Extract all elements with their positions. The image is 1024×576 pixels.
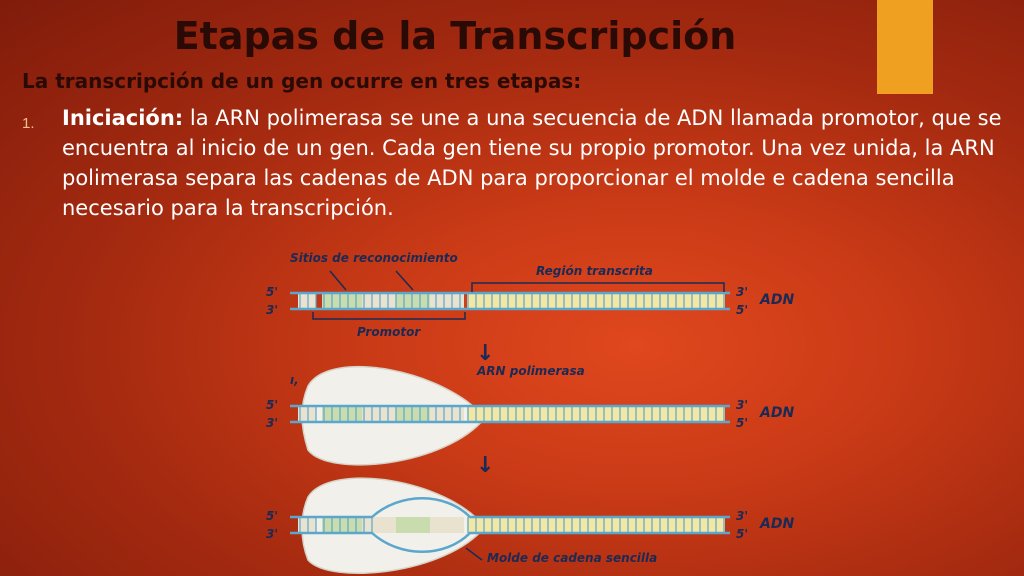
dna-strand-3: 5' 3' 3' 5' ADN	[266, 497, 794, 553]
promoter-segment	[298, 406, 316, 422]
promoter-segment	[298, 517, 316, 533]
promoter-segment	[362, 293, 396, 309]
five-prime-label: 5'	[266, 398, 278, 412]
promoter-segment	[362, 517, 396, 533]
three-prime-label: 3'	[736, 509, 748, 523]
template-pointer	[465, 547, 483, 561]
slide-title: Etapas de la Transcripción	[173, 14, 737, 58]
template-label: Molde de cadena sencilla	[487, 551, 657, 565]
dna-backbone	[290, 531, 730, 553]
svg-text:ı,: ı,	[290, 373, 299, 387]
five-prime-label: 5'	[736, 527, 748, 541]
three-prime-label: 3'	[266, 303, 278, 317]
dna-backbone	[290, 497, 730, 519]
dna-label: ADN	[759, 405, 794, 421]
arrow-down-icon: ↓	[476, 341, 494, 366]
diagram-stage-1: 5' 3' 3' 5' ADN Sitios de reconocimiento Reg…	[266, 251, 794, 366]
step-number: 1.	[22, 115, 35, 132]
promoter-label: Promotor	[357, 325, 421, 339]
slide-subtitle: La transcripción de un gen ocurre en tre…	[22, 69, 582, 93]
promoter-segment	[396, 406, 430, 422]
step-initiation: 1. Iniciación: la ARN polimerasa se une …	[22, 103, 1012, 223]
three-prime-label: 3'	[266, 527, 278, 541]
transcribed-region-bracket	[471, 282, 725, 292]
promoter-segment	[362, 406, 396, 422]
accent-bar	[877, 0, 933, 94]
five-prime-label: 5'	[266, 285, 278, 299]
promoter-segment	[430, 517, 464, 533]
transcribed-region-label: Región transcrita	[536, 264, 653, 278]
dna-label: ADN	[759, 292, 794, 308]
promoter-segment	[298, 293, 316, 309]
step-term: Iniciación:	[62, 106, 184, 130]
polymerase-label: ARN polimerasa	[476, 364, 585, 378]
promoter-bracket	[312, 312, 466, 320]
three-prime-label: 3'	[266, 416, 278, 430]
promoter-segment	[396, 517, 430, 533]
step-description: Iniciación: la ARN polimerasa se une a u…	[62, 103, 1012, 223]
five-prime-label: 5'	[736, 416, 748, 430]
three-prime-label: 3'	[736, 285, 748, 299]
diagram-stage-2: ı, 5' 3' 3' 5' ADN ARN polimerasa ↓	[266, 364, 794, 478]
dna-strand-1: 5' 3' 3' 5' ADN	[266, 285, 794, 317]
step-text: la ARN polimerasa se une a una secuencia…	[62, 106, 1002, 220]
five-prime-label: 5'	[266, 509, 278, 523]
five-prime-label: 5'	[736, 303, 748, 317]
promoter-segment	[430, 293, 464, 309]
promoter-segment	[430, 406, 464, 422]
recognition-sites-label: Sitios de reconocimiento	[290, 251, 458, 265]
three-prime-label: 3'	[736, 398, 748, 412]
dna-strand-2: 5' 3' 3' 5' ADN	[266, 398, 794, 430]
dna-label: ADN	[759, 516, 794, 532]
diagram-stage-3: 5' 3' 3' 5' ADN Molde de cadena sencilla	[266, 477, 794, 574]
promoter-segment	[396, 293, 430, 309]
recognition-sites-pointer	[329, 270, 414, 291]
arrow-down-icon: ↓	[476, 453, 494, 478]
